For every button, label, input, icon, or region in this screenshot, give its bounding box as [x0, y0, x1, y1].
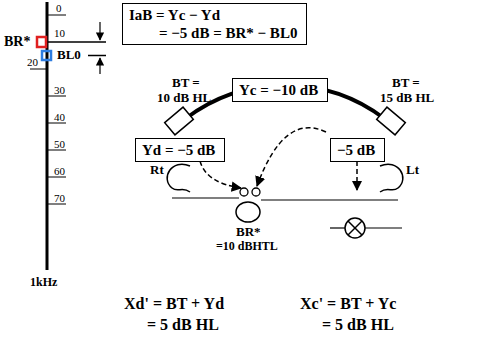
level-label: BR* [4, 34, 30, 49]
transducer-label: 10 dB HL [157, 91, 211, 105]
scale-number: 40 [54, 111, 65, 123]
scale-number: 70 [54, 192, 65, 204]
left-ear [380, 164, 403, 192]
scale-number: 20 [27, 56, 38, 68]
box-text: −5 dB [337, 141, 375, 159]
formula-box: IaB = Yc − Yd= −5 dB = BR* − BL0 [122, 3, 307, 45]
scale-number: 50 [54, 138, 65, 150]
masking-symbol-cross [348, 221, 362, 235]
ipsilateral-path [200, 161, 241, 188]
frequency-label: 1kHz [30, 276, 57, 289]
masking-line [365, 227, 402, 228]
head-label: =10 dBHTL [216, 240, 278, 253]
ear-label: Rt [150, 163, 164, 177]
cochlea [240, 188, 248, 196]
box-text: = −5 dB = BR* − BL0 [159, 24, 297, 42]
head-label: BR* [236, 225, 261, 239]
scale-number: 60 [54, 165, 65, 177]
masking-symbol [345, 218, 365, 238]
scale-tick [30, 69, 47, 70]
br-level-line [47, 41, 106, 43]
bl-level-line [88, 55, 106, 57]
scale-tick [47, 15, 66, 16]
box-text: Yd = −5 dB [142, 141, 215, 159]
ear-label: Lt [406, 163, 419, 177]
scale-number: 30 [54, 84, 65, 96]
head-base-line [172, 197, 239, 198]
bl-marker [42, 51, 51, 60]
head-base-line [261, 199, 398, 200]
transducer-label: BT = [172, 76, 200, 90]
formula-label: = 5 dB HL [147, 316, 219, 334]
formula-label: = 5 dB HL [322, 316, 394, 334]
transducer-label: 15 dB HL [380, 91, 434, 105]
formula-label: Xd' = BT + Yd [124, 295, 224, 313]
cochlea [252, 188, 260, 196]
attenuation-path [356, 161, 358, 190]
contralateral-path [257, 128, 326, 186]
bone-transducer [377, 107, 406, 135]
attenuation-box: Yc = −10 dB [232, 78, 328, 102]
box-text: IaB = Yc − Yd [129, 6, 220, 24]
head-symbol [236, 202, 260, 222]
bone-transducer [165, 107, 194, 135]
attenuation-box: −5 dB [330, 138, 385, 162]
box-text: Yc = −10 dB [239, 81, 318, 99]
masking-symbol-cross [348, 221, 362, 235]
scale-number: 0 [56, 2, 62, 14]
scale-number: 10 [54, 27, 65, 39]
difference-arrow [99, 22, 100, 40]
masking-line [330, 227, 345, 228]
right-ear [167, 164, 190, 192]
difference-arrow [99, 58, 100, 74]
transducer-label: BT = [392, 76, 420, 90]
formula-label: Xc' = BT + Yc [300, 295, 396, 313]
level-label: BL0 [57, 48, 81, 62]
br-marker [37, 37, 46, 47]
attenuation-box: Yd = −5 dB [135, 138, 225, 162]
